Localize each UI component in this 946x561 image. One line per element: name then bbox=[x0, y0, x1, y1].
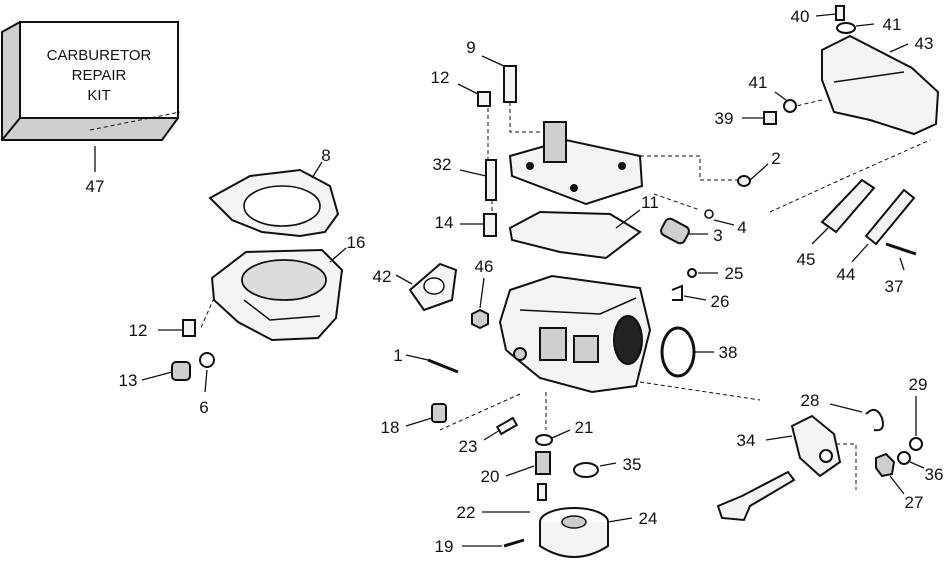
plug-2 bbox=[737, 163, 769, 187]
callout-21: 21 bbox=[575, 418, 594, 437]
silencer-43 bbox=[821, 34, 940, 136]
callout-16: 16 bbox=[347, 233, 366, 252]
repair-kit-box: CARBURETOR REPAIR KIT bbox=[1, 21, 179, 172]
callout-43: 43 bbox=[915, 34, 934, 53]
callout-41-mid: 41 bbox=[749, 73, 768, 92]
reed-stop-44 bbox=[851, 188, 916, 263]
callout-2: 2 bbox=[771, 149, 780, 168]
gasket-6 bbox=[199, 352, 215, 393]
callout-23: 23 bbox=[459, 437, 478, 456]
callout-1: 1 bbox=[393, 346, 402, 365]
guide-lines bbox=[89, 99, 931, 490]
washer-29 bbox=[909, 396, 923, 451]
callout-41-top: 41 bbox=[883, 15, 902, 34]
kit-line-2: REPAIR bbox=[72, 67, 127, 84]
callout-34: 34 bbox=[737, 431, 756, 450]
callout-11: 11 bbox=[641, 193, 659, 212]
callout-46: 46 bbox=[475, 257, 494, 276]
pin-19 bbox=[462, 538, 525, 548]
pin-1 bbox=[405, 354, 459, 374]
jet-20 bbox=[505, 451, 551, 477]
clip-26 bbox=[671, 284, 707, 301]
callout-26: 26 bbox=[711, 292, 730, 311]
float-bowl-16 bbox=[210, 247, 347, 342]
spring-14 bbox=[460, 213, 497, 237]
callout-38: 38 bbox=[719, 343, 738, 362]
callout-4: 4 bbox=[737, 218, 746, 237]
callout-39: 39 bbox=[715, 109, 734, 128]
screw-12-left bbox=[158, 319, 196, 337]
nut-27 bbox=[875, 452, 905, 495]
fitting-3 bbox=[660, 217, 708, 245]
callout-6: 6 bbox=[199, 398, 208, 417]
callout-32: 32 bbox=[433, 155, 452, 174]
callout-14: 14 bbox=[435, 213, 454, 232]
callout-8: 8 bbox=[321, 146, 330, 165]
ring-35 bbox=[573, 462, 617, 478]
callout-labels: 47 1 2 3 4 6 8 9 11 12 12 13 14 16 18 19… bbox=[86, 7, 944, 556]
kit-line-1: CARBURETOR bbox=[47, 47, 152, 64]
top-cover-9-12 bbox=[508, 121, 644, 206]
callout-18: 18 bbox=[381, 418, 400, 437]
callout-28: 28 bbox=[801, 391, 820, 410]
callout-29: 29 bbox=[909, 375, 928, 394]
washer-41-top bbox=[836, 22, 875, 34]
carburetor-body bbox=[498, 274, 652, 394]
washer-36 bbox=[897, 451, 925, 469]
needle-23 bbox=[483, 416, 519, 441]
callout-42: 42 bbox=[373, 267, 392, 286]
callout-25: 25 bbox=[725, 264, 744, 283]
callout-35: 35 bbox=[623, 455, 642, 474]
nut-46 bbox=[471, 277, 489, 330]
callout-13: 13 bbox=[119, 371, 138, 390]
callout-44: 44 bbox=[837, 265, 856, 284]
callout-40: 40 bbox=[791, 7, 810, 26]
ball-4 bbox=[704, 209, 735, 226]
callout-20: 20 bbox=[481, 467, 500, 486]
callout-27: 27 bbox=[905, 493, 924, 512]
gasket-38 bbox=[660, 326, 714, 378]
callout-45: 45 bbox=[797, 250, 816, 269]
gasket-42 bbox=[395, 262, 458, 312]
shaft-arm bbox=[716, 470, 796, 522]
washer-41-mid bbox=[774, 91, 797, 113]
callout-12-left: 12 bbox=[129, 321, 148, 340]
callout-9: 9 bbox=[466, 38, 475, 57]
callout-3: 3 bbox=[713, 226, 722, 245]
kit-line-3: KIT bbox=[87, 87, 110, 104]
callout-22: 22 bbox=[457, 503, 476, 522]
screw-32 bbox=[459, 159, 497, 201]
fitting-18 bbox=[405, 403, 447, 427]
needle-22 bbox=[482, 483, 547, 513]
lever-34 bbox=[765, 414, 842, 478]
callout-47: 47 bbox=[86, 177, 105, 196]
drain-plug-13 bbox=[141, 361, 191, 381]
gasket-8 bbox=[208, 161, 340, 238]
spring-28 bbox=[829, 403, 884, 432]
washer-21 bbox=[535, 429, 571, 446]
callout-36: 36 bbox=[925, 465, 944, 484]
callout-12-top: 12 bbox=[431, 68, 450, 87]
screw-39 bbox=[742, 111, 777, 125]
callout-37: 37 bbox=[885, 277, 904, 296]
float-24 bbox=[539, 507, 633, 558]
screw-25 bbox=[687, 268, 718, 278]
screw-12-top bbox=[457, 83, 491, 107]
gasket-11 bbox=[508, 209, 642, 260]
screw-37 bbox=[885, 242, 917, 271]
screw-40 bbox=[815, 5, 845, 21]
callout-24: 24 bbox=[639, 509, 658, 528]
reed-plate-45 bbox=[811, 178, 876, 245]
callout-19: 19 bbox=[435, 537, 454, 556]
